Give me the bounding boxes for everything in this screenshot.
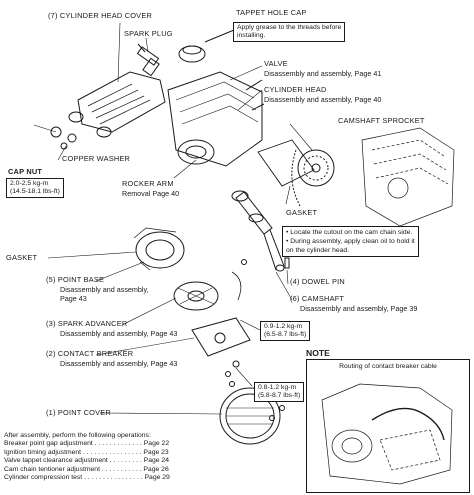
tappet-note-line-2: installing. [237, 32, 266, 39]
valve-label: VALVE [264, 59, 288, 68]
rocker-arm-ref: Removal Page 40 [122, 189, 180, 198]
spark-plug-label: SPARK PLUG [124, 29, 173, 38]
contact-breaker-label: (2) CONTACT BREAKER [46, 349, 134, 358]
contact-breaker-ref: Disassembly and assembly, Page 43 [60, 359, 178, 368]
dowel-pin-part [241, 257, 290, 269]
note-heading: NOTE [306, 348, 330, 358]
after-assembly-item: Breaker point gap adjustment . . . . . .… [4, 440, 170, 448]
torque-low-line-1: 0.8-1.2 kg-m [258, 384, 297, 391]
camshaft-notes: • Locate the cutout on the cam chain sid… [282, 226, 419, 257]
tappet-hole-cap-note: Apply grease to the threads before insta… [233, 22, 346, 42]
note-box: Routing of contact breaker cable [306, 359, 470, 493]
spark-plug-part [136, 43, 160, 77]
point-base-label: (5) POINT BASE [46, 275, 105, 284]
cap-nut-torque-line-2: (14.5-18.1 lbs-ft) [10, 188, 60, 195]
cylinder-head-part [167, 71, 265, 167]
torque-low-line-2: (5.8-8.7 lbs-ft) [258, 392, 301, 399]
spark-advancer-part [173, 281, 219, 311]
torque-mid-line-2: (6.5-8.7 lbs-ft) [264, 331, 307, 338]
valve-ref: Disassembly and assembly, Page 41 [264, 69, 382, 78]
cylinder-head-cover-part [68, 71, 166, 138]
tappet-hole-cap-part [178, 29, 235, 63]
point-cover-label: (1) POINT COVER [46, 408, 111, 417]
after-assembly-list: After assembly, perform the following op… [4, 432, 170, 482]
cam-note-line-1: • Locate the cutout on the cam chain sid… [286, 229, 413, 236]
after-assembly-item: Cylinder compression test . . . . . . . … [4, 474, 170, 482]
point-base-ref-1: Disassembly and assembly, [60, 285, 149, 294]
contact-breaker-part [191, 271, 251, 357]
point-base-ref-2: Page 43 [60, 294, 87, 303]
camshaft-label: (6) CAMSHAFT [290, 294, 345, 303]
camshaft-sprocket-part [291, 149, 335, 207]
cap-nut-torque: 2.0-2.5 kg-m (14.5-18.1 lbs-ft) [6, 178, 64, 198]
rocker-arm-label: ROCKER ARM [122, 179, 174, 188]
point-base-part [133, 227, 185, 271]
torque-mid: 0.9-1.2 kg-m (6.5-8.7 lbs-ft) [260, 321, 311, 341]
camshaft-sprocket-label: CAMSHAFT SPROCKET [338, 116, 425, 125]
spark-advancer-ref: Disassembly and assembly, Page 43 [60, 329, 178, 338]
point-cover-part [219, 387, 281, 445]
camshaft-part [231, 190, 285, 272]
after-assembly-intro: After assembly, perform the following op… [4, 432, 151, 439]
screw-parts [225, 360, 285, 421]
torque-mid-line-1: 0.9-1.2 kg-m [264, 323, 303, 330]
leader-lines [33, 22, 313, 415]
cam-note-line-3: on the cylinder head. [286, 247, 350, 254]
cable-routing-drawing [321, 383, 453, 485]
head-gasket-part [257, 139, 315, 187]
cap-nut-torque-line-1: 2.0-2.5 kg-m [10, 180, 49, 187]
torque-low: 0.8-1.2 kg-m (5.8-8.7 lbs-ft) [254, 382, 305, 402]
tappet-note-line-1: Apply grease to the threads before [237, 24, 342, 31]
note-caption: Routing of contact breaker cable [339, 363, 437, 370]
cylinder-head-ref: Disassembly and assembly, Page 40 [264, 95, 382, 104]
gasket-left-label: GASKET [6, 253, 38, 262]
camshaft-ref: Disassembly and assembly, Page 39 [300, 304, 418, 313]
gasket-top-label: GASKET [286, 208, 318, 217]
after-assembly-item: Cam chain tentioner adjustment . . . . .… [4, 465, 169, 473]
cap-nut-parts [50, 126, 77, 150]
cylinder-head-label: CYLINDER HEAD [264, 85, 327, 94]
after-assembly-item: Valve tappet clearance adjustment . . . … [4, 457, 169, 465]
after-assembly-item: Ignition timing adjustment . . . . . . .… [4, 448, 169, 456]
spark-advancer-label: (3) SPARK ADVANCER [46, 319, 128, 328]
tappet-hole-cap-label: TAPPET HOLE CAP [236, 8, 307, 17]
engine-inset-drawing [361, 127, 455, 227]
dowel-pin-label: (4) DOWEL PIN [290, 277, 345, 286]
copper-washer-label: COPPER WASHER [62, 154, 131, 163]
cam-note-line-2: • During assembly, apply clean oil to ho… [286, 238, 415, 245]
cylinder-head-cover-label: (7) CYLINDER HEAD COVER [48, 11, 152, 20]
cap-nut-label: CAP NUT [8, 167, 43, 176]
